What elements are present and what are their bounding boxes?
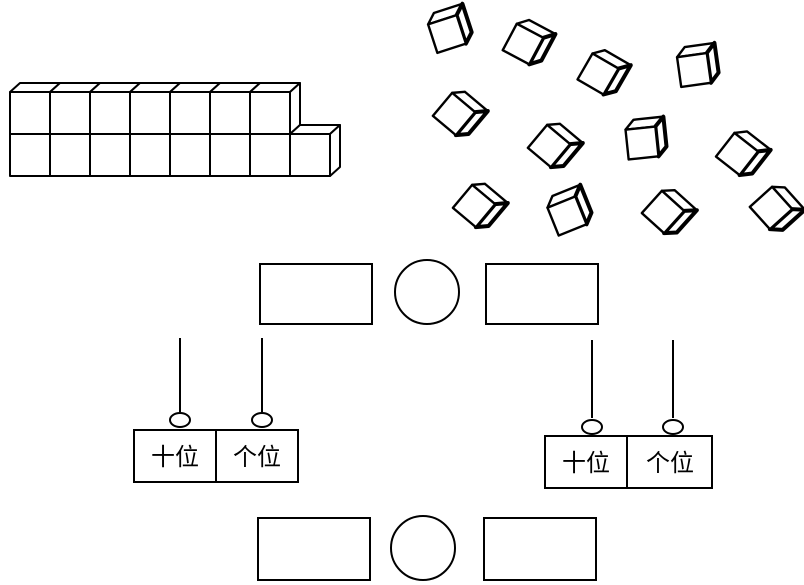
ones-place-label: 个位 bbox=[233, 443, 281, 471]
tens-place-label: 十位 bbox=[151, 443, 199, 471]
comparison-row-bottom bbox=[257, 515, 597, 581]
tens-place-box bbox=[133, 429, 217, 483]
abacus-right: 十位 个位 bbox=[544, 340, 713, 489]
single-cube bbox=[748, 185, 804, 232]
unit-cube bbox=[249, 133, 291, 177]
answer-box-left-bottom[interactable] bbox=[257, 517, 371, 581]
single-cube bbox=[640, 188, 699, 236]
single-cube bbox=[526, 122, 585, 170]
single-cube bbox=[501, 18, 558, 67]
tens-bead bbox=[169, 412, 191, 428]
abacus-left: 十位 个位 bbox=[133, 338, 299, 483]
ones-place-label: 个位 bbox=[646, 449, 694, 477]
compare-circle-bottom[interactable] bbox=[390, 515, 456, 581]
unit-cube bbox=[9, 133, 51, 177]
single-cube bbox=[431, 90, 490, 138]
tens-place-box bbox=[544, 435, 628, 489]
tens-bead bbox=[581, 419, 603, 435]
answer-box-right-top[interactable] bbox=[485, 263, 599, 325]
unit-cube bbox=[9, 91, 51, 135]
single-cube bbox=[714, 130, 773, 178]
single-cube bbox=[546, 182, 594, 237]
comparison-row-top bbox=[259, 259, 599, 325]
compare-circle-top[interactable] bbox=[394, 259, 460, 325]
loose-cubes bbox=[426, 1, 804, 237]
ones-bead bbox=[251, 412, 273, 428]
extra-cube-side bbox=[329, 124, 341, 177]
unit-cube bbox=[169, 133, 211, 177]
single-cube bbox=[426, 1, 474, 55]
unit-cube bbox=[129, 133, 171, 177]
unit-cube bbox=[129, 91, 171, 135]
unit-cube bbox=[49, 133, 91, 177]
single-cube bbox=[675, 40, 721, 89]
ones-bead bbox=[662, 419, 684, 435]
unit-cube bbox=[169, 91, 211, 135]
unit-cube bbox=[209, 133, 251, 177]
ones-place-box bbox=[626, 435, 713, 489]
unit-cube bbox=[249, 91, 291, 135]
single-cube bbox=[624, 114, 669, 161]
ten-blocks bbox=[9, 82, 341, 177]
tens-place-label: 十位 bbox=[562, 449, 610, 477]
unit-cube bbox=[209, 91, 251, 135]
single-cube bbox=[451, 182, 510, 230]
answer-box-left-top[interactable] bbox=[259, 263, 373, 325]
unit-cube bbox=[89, 133, 131, 177]
single-cube bbox=[576, 49, 633, 97]
ones-place-box bbox=[215, 429, 299, 483]
answer-box-right-bottom[interactable] bbox=[483, 517, 597, 581]
unit-cube bbox=[49, 91, 91, 135]
unit-cube bbox=[89, 91, 131, 135]
extra-cube bbox=[289, 133, 331, 177]
